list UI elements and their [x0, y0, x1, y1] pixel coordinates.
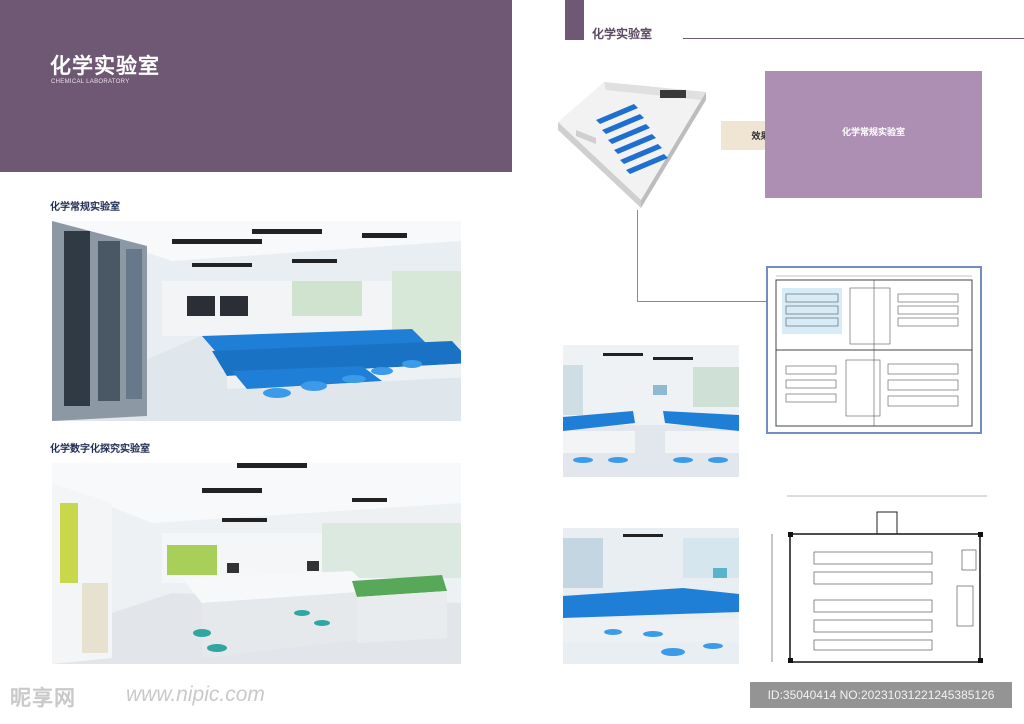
- hero-subtitle: CHEMICAL LABORATORY: [51, 79, 130, 85]
- watermark-url: www.nipic.com: [126, 683, 265, 706]
- right-header-title: 化学实验室: [592, 27, 653, 41]
- photo-lab-view-3: [563, 528, 739, 664]
- header-tab-block: [565, 0, 584, 40]
- floor-plan-overview: [766, 266, 982, 434]
- purple-caption-text: 化学常规实验室: [841, 128, 905, 138]
- photo-digital-lab: [52, 463, 461, 664]
- connector-line-vertical: [637, 210, 638, 302]
- hero-title: 化学实验室: [50, 54, 160, 78]
- connector-line-horizontal: [637, 301, 766, 302]
- watermark-logo: 昵享网: [10, 686, 76, 710]
- hero-banner: 化学实验室 CHEMICAL LABORATORY: [0, 0, 512, 172]
- floor-plan-detail: [752, 490, 992, 668]
- isometric-rendering: [556, 70, 708, 208]
- photo-regular-lab: [52, 221, 461, 421]
- section-label-digital-lab: 化学数字化探究实验室: [50, 444, 150, 455]
- watermark-id-bar: ID:35040414 NO:20231031221245385126: [750, 682, 1012, 708]
- purple-caption-box: 化学常规实验室: [765, 71, 982, 198]
- photo-lab-view-2: [563, 345, 739, 477]
- section-label-regular-lab: 化学常规实验室: [50, 202, 120, 213]
- header-divider: [683, 38, 1024, 39]
